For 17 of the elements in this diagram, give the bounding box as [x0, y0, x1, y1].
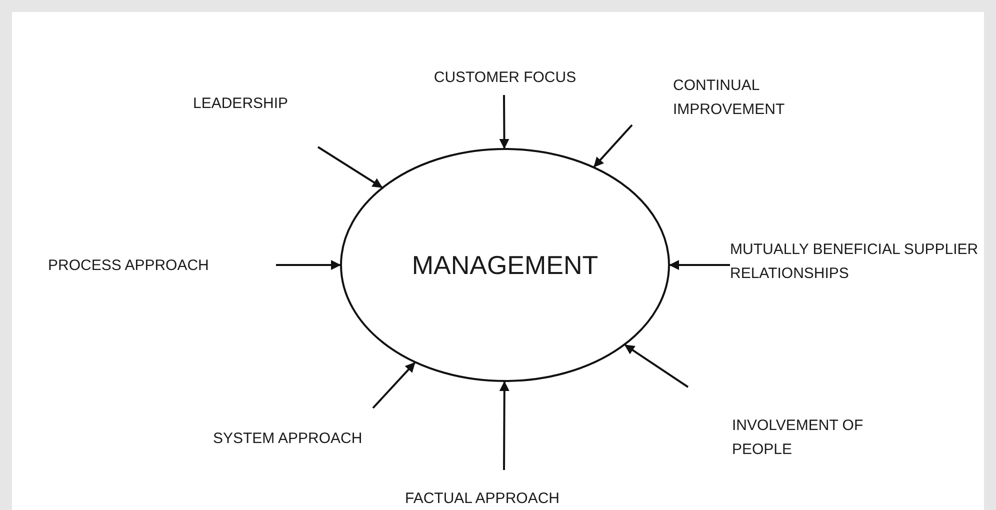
principle-label: FACTUAL APPROACH: [405, 487, 605, 510]
principle-label: CUSTOMER FOCUS: [395, 66, 615, 90]
principle-label: LEADERSHIP: [193, 92, 343, 116]
principle-label: MUTUALLY BENEFICIAL SUPPLIER RELATIONSHIPS: [730, 238, 992, 286]
principle-label: PROCESS APPROACH: [48, 254, 248, 278]
arrow: [499, 95, 510, 149]
arrow: [499, 381, 510, 470]
arrow: [276, 260, 341, 270]
arrow: [317, 146, 383, 188]
node-label: MANAGEMENT: [412, 253, 598, 277]
principle-label: CONTINUAL IMPROVEMENT: [673, 74, 813, 122]
arrow: [624, 344, 689, 388]
principle-label: INVOLVEMENT OF PEOPLE: [732, 414, 882, 462]
arrow: [594, 124, 633, 168]
principle-label: SYSTEM APPROACH: [213, 427, 413, 451]
arrow: [669, 260, 730, 270]
arrow: [372, 362, 416, 409]
